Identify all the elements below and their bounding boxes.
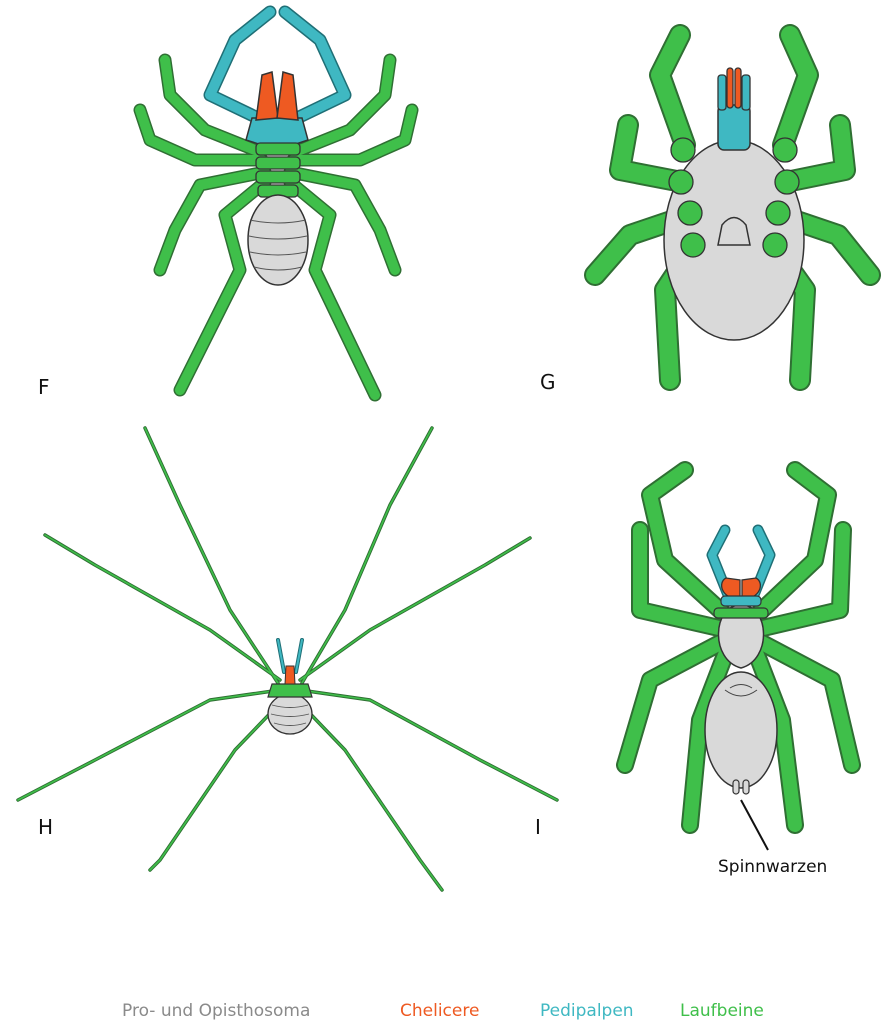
panel-g-tick [595,35,870,380]
panel-label-f: F [38,375,50,399]
legend: Pro- und Opisthosoma Chelicere Pedipalpe… [122,1001,764,1021]
panel-h-body [268,694,312,734]
panel-label-h: H [38,815,53,839]
panel-i-spider [625,470,852,825]
panel-label-g: G [540,370,556,394]
panel-g-chelicerae [727,68,741,108]
panel-f-chelicerae [256,72,298,120]
panel-h-leg-coxae [268,684,312,697]
panel-i-opisthosoma [705,672,777,788]
spinnwarzen-pointer-line [741,800,768,850]
spinnwarzen-label: Spinnwarzen [718,857,827,877]
panel-f-opisthosoma [248,195,308,285]
panel-g-gnathosoma [718,105,750,150]
legend-laufbeine: Laufbeine [680,1001,764,1021]
panel-i-pedipalps [712,530,770,595]
panel-f-amblypygid [140,12,412,395]
panel-h-harvestman [18,428,557,890]
legend-pedipalpen: Pedipalpen [540,1001,634,1021]
legend-body: Pro- und Opisthosoma [122,1001,310,1021]
panel-h-legs [18,428,557,890]
legend-chelicere: Chelicere [400,1001,479,1021]
panel-label-i: I [535,815,541,839]
panel-f-pedipalps [210,12,345,120]
panel-h-chelicerae [285,666,295,684]
